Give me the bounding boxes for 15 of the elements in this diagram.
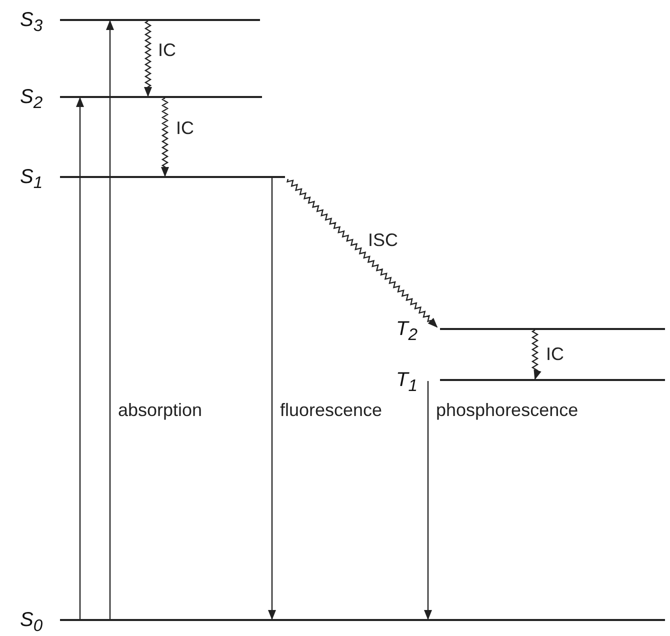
level-label: S$_{3}$ [20,8,43,37]
level-label: S$_{0}$ [20,608,43,636]
wavy-arrow [531,329,542,380]
arrow [106,20,114,619]
arrow [424,381,432,620]
level-label: T$_{1}$ [396,368,418,397]
arrow [268,178,276,620]
wavy-arrow [161,97,169,177]
arrow [76,97,84,619]
level-label: S$_{2}$ [20,85,43,114]
level-label: S$_{1}$ [20,165,43,194]
edge-label: phosphorescence [434,400,580,420]
level-label: T$_{2}$ [396,317,418,346]
wavy-arrow [144,20,152,97]
wavy-arrow [286,178,438,328]
